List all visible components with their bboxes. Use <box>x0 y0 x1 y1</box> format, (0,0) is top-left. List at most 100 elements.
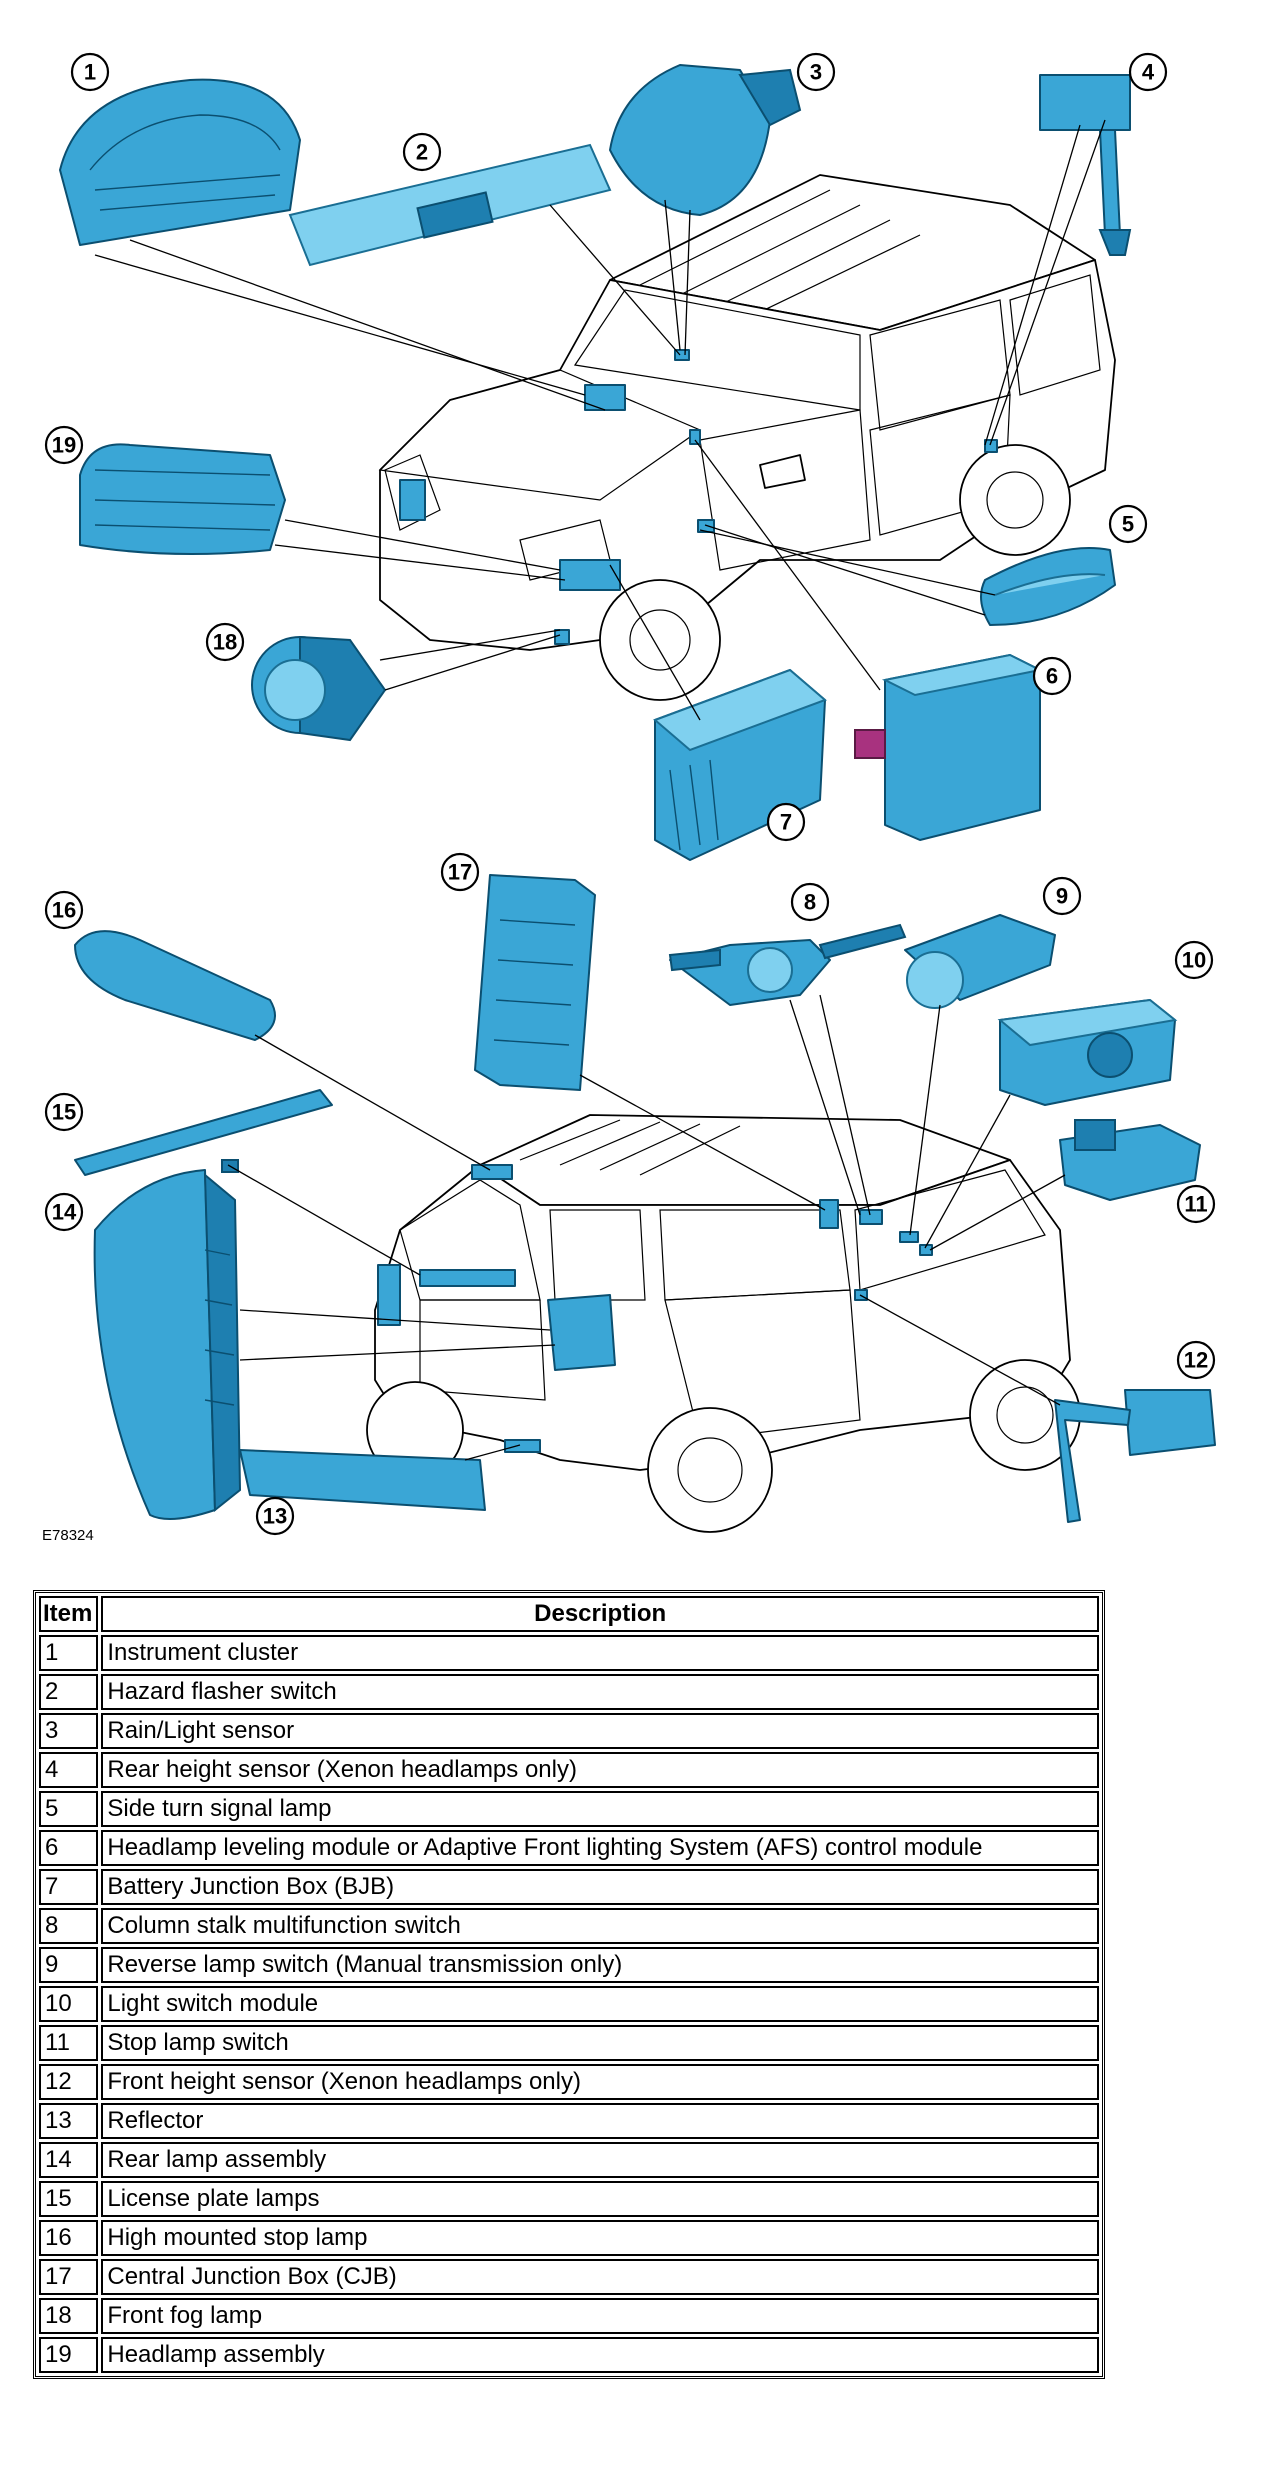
legend-header-row: Item Description <box>39 1596 1099 1632</box>
item-number-cell: 5 <box>39 1791 99 1827</box>
vehicle-rear-component-marks <box>377 1164 933 1453</box>
description-cell: Battery Junction Box (BJB) <box>101 1869 1099 1905</box>
callout-6: 6 <box>1032 656 1072 696</box>
reverse-lamp-switch-illustration <box>904 914 1056 1009</box>
svg-text:1: 1 <box>84 60 96 85</box>
description-cell: Headlamp assembly <box>101 2337 1099 2373</box>
svg-text:14: 14 <box>52 1200 77 1225</box>
callout-4: 4 <box>1128 52 1168 92</box>
rear-lamp-assembly-illustration <box>93 1169 242 1520</box>
item-number-cell: 17 <box>39 2259 99 2295</box>
front-fog-lamp-illustration <box>251 635 387 742</box>
description-cell: High mounted stop lamp <box>101 2220 1099 2256</box>
item-number-cell: 15 <box>39 2181 99 2217</box>
description-cell: Rain/Light sensor <box>101 1713 1099 1749</box>
svg-text:12: 12 <box>1184 1348 1208 1373</box>
item-number-cell: 18 <box>39 2298 99 2334</box>
description-cell: Front height sensor (Xenon headlamps onl… <box>101 2064 1099 2100</box>
callout-18: 18 <box>205 622 245 662</box>
callout-14: 14 <box>44 1192 84 1232</box>
item-number-cell: 6 <box>39 1830 99 1866</box>
callout-16: 16 <box>44 890 84 930</box>
reflector-illustration <box>239 1449 486 1511</box>
callout-10: 10 <box>1174 940 1214 980</box>
item-number-cell: 14 <box>39 2142 99 2178</box>
vehicle-front-view <box>378 174 1116 701</box>
svg-text:9: 9 <box>1056 884 1068 909</box>
callout-1: 1 <box>70 52 110 92</box>
item-number-cell: 19 <box>39 2337 99 2373</box>
leader-lines <box>94 119 1106 1461</box>
item-number-cell: 10 <box>39 1986 99 2022</box>
figure-reference-code: E78324 <box>42 1527 94 1544</box>
svg-text:6: 6 <box>1046 664 1058 689</box>
svg-text:17: 17 <box>448 860 472 885</box>
description-cell: Hazard flasher switch <box>101 1674 1099 1710</box>
central-junction-box-illustration <box>474 874 596 1091</box>
light-switch-module-illustration <box>997 998 1178 1106</box>
description-cell: Reverse lamp switch (Manual transmission… <box>101 1947 1099 1983</box>
svg-text:4: 4 <box>1142 60 1155 85</box>
item-column-header: Item <box>39 1596 99 1632</box>
license-plate-lamps-illustration <box>74 1089 333 1176</box>
callout-13: 13 <box>255 1496 295 1536</box>
svg-text:10: 10 <box>1182 948 1206 973</box>
column-stalk-switch-illustration <box>668 923 907 1006</box>
callout-8: 8 <box>790 882 830 922</box>
description-cell: Side turn signal lamp <box>101 1791 1099 1827</box>
svg-text:8: 8 <box>804 890 816 915</box>
instrument-cluster-illustration <box>59 78 301 246</box>
stop-lamp-switch-illustration <box>1059 1119 1201 1201</box>
headlamp-assembly-illustration <box>79 443 286 555</box>
svg-text:3: 3 <box>810 60 822 85</box>
item-number-cell: 8 <box>39 1908 99 1944</box>
item-number-cell: 1 <box>39 1635 99 1671</box>
description-cell: Instrument cluster <box>101 1635 1099 1671</box>
high-mounted-stop-lamp-illustration <box>74 930 276 1041</box>
headlamp-leveling-module-illustration <box>854 653 1044 841</box>
svg-text:13: 13 <box>263 1504 287 1529</box>
callout-11: 11 <box>1176 1184 1216 1224</box>
rear-height-sensor-illustration <box>1039 74 1132 256</box>
side-turn-signal-lamp-illustration <box>980 547 1116 626</box>
svg-text:18: 18 <box>213 630 237 655</box>
callout-3: 3 <box>796 52 836 92</box>
vehicle-rear-view <box>366 1114 1081 1533</box>
item-number-cell: 16 <box>39 2220 99 2256</box>
description-cell: Stop lamp switch <box>101 2025 1099 2061</box>
description-cell: Reflector <box>101 2103 1099 2139</box>
description-column-header: Description <box>101 1596 1099 1632</box>
item-number-cell: 4 <box>39 1752 99 1788</box>
item-number-cell: 2 <box>39 1674 99 1710</box>
component-location-diagram: 1 2 3 4 5 6 7 8 9 10 11 12 13 14 15 16 1… <box>42 52 1216 1544</box>
callout-17: 17 <box>440 852 480 892</box>
svg-text:5: 5 <box>1122 512 1134 537</box>
callout-5: 5 <box>1108 504 1148 544</box>
hazard-flasher-switch-illustration <box>288 143 612 267</box>
callout-12: 12 <box>1176 1340 1216 1380</box>
description-cell: Rear lamp assembly <box>101 2142 1099 2178</box>
callout-9: 9 <box>1042 876 1082 916</box>
callout-19: 19 <box>44 425 84 465</box>
description-cell: Central Junction Box (CJB) <box>101 2259 1099 2295</box>
svg-text:15: 15 <box>52 1100 76 1125</box>
item-number-cell: 7 <box>39 1869 99 1905</box>
description-cell: Headlamp leveling module or Adaptive Fro… <box>101 1830 1099 1866</box>
